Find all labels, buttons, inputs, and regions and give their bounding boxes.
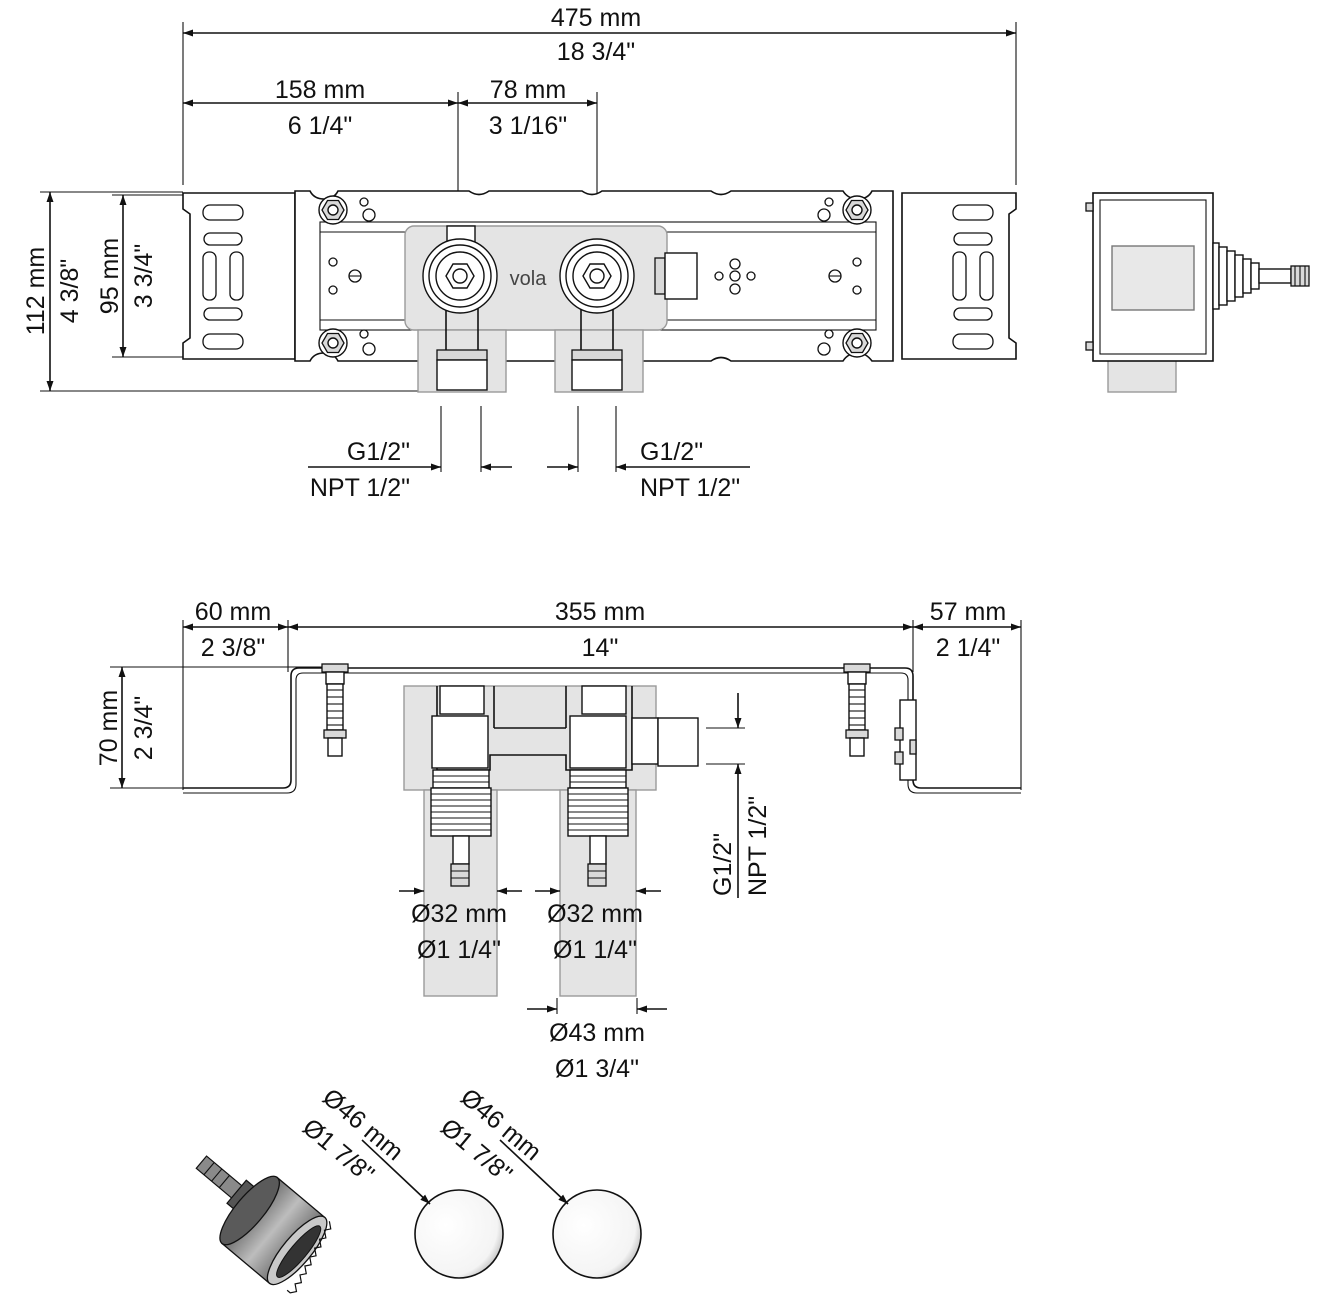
inner-height-mm-label: 95 mm (96, 238, 124, 314)
side-connector (664, 252, 698, 300)
side-view (1085, 192, 1310, 393)
side-npt-label: NPT 1/2" (744, 796, 772, 896)
depth-mm-label: 70 mm (95, 690, 123, 766)
top-left-mm-label: 60 mm (195, 598, 271, 626)
top-view: 60 mm 2 3/8" 355 mm 14" 57 mm 2 1/4" 70 … (95, 598, 1022, 1083)
hole-saw (195, 1155, 332, 1294)
hole-circle-left (414, 1189, 504, 1279)
left-bracket-profile (183, 667, 1021, 789)
valve-right (559, 238, 635, 314)
sleeve-left-mm-label: Ø32 mm (411, 900, 507, 928)
nut-bottom-right (842, 328, 872, 358)
inner-height-in-label: 3 3/4" (130, 244, 158, 308)
bore-mm-label: Ø43 mm (549, 1019, 645, 1047)
sleeve-right-in-label: Ø1 1/4" (553, 936, 637, 964)
top-center-in-label: 14" (582, 634, 619, 662)
sleeve-left-in-label: Ø1 1/4" (417, 936, 501, 964)
left-connector-thread-label: G1/2" (347, 438, 410, 466)
bore-in-label: Ø1 3/4" (555, 1055, 639, 1083)
overall-width-in-label: 18 3/4" (557, 38, 635, 66)
top-right-mm-label: 57 mm (930, 598, 1006, 626)
top-center-mm-label: 355 mm (555, 598, 645, 626)
left-connector-npt-label: NPT 1/2" (310, 474, 410, 502)
top-left-in-label: 2 3/8" (201, 634, 265, 662)
offset-in-label: 6 1/4" (288, 112, 352, 140)
nut-top-left (318, 195, 348, 225)
right-connector-npt-label: NPT 1/2" (640, 474, 740, 502)
nut-bottom-left (318, 328, 348, 358)
top-side-connector (657, 717, 699, 767)
brand-logo: vola (510, 268, 548, 290)
cartridge-left (430, 769, 492, 887)
left-bolt (321, 663, 349, 757)
side-fitting (1218, 246, 1310, 306)
hole-circle-right (552, 1189, 642, 1279)
front-view: 475 mm 18 3/4" 158 mm 6 1/4" 78 mm 3 1/1… (22, 4, 1017, 502)
right-connector-thread-label: G1/2" (640, 438, 703, 466)
depth-in-label: 2 3/4" (130, 696, 158, 760)
overall-width-mm-label: 475 mm (551, 4, 641, 32)
spacing-mm-label: 78 mm (490, 76, 566, 104)
sleeve-right-mm-label: Ø32 mm (547, 900, 643, 928)
side-thread-label: G1/2" (709, 833, 737, 896)
nut-top-right (842, 195, 872, 225)
top-right-in-label: 2 1/4" (936, 634, 1000, 662)
valve-left (422, 238, 498, 314)
cartridge-right (567, 769, 629, 887)
height-mm-label: 112 mm (22, 247, 50, 335)
spacing-in-label: 3 1/16" (489, 112, 567, 140)
height-in-label: 4 3/8" (56, 259, 84, 323)
offset-mm-label: 158 mm (275, 76, 365, 104)
right-bolt (843, 663, 871, 757)
